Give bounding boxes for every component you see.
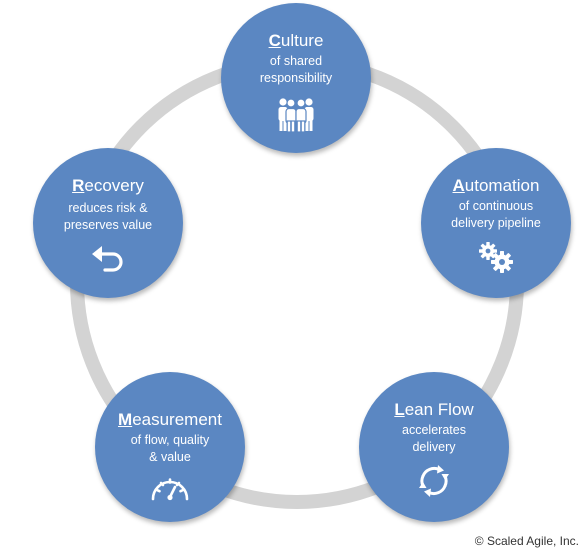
recovery-description: reduces risk & preserves value	[63, 201, 153, 232]
automation-title: Automation	[452, 176, 540, 195]
people-group-icon	[278, 98, 314, 133]
measurement-title: Measurement	[118, 410, 222, 429]
undo-arrow-icon	[92, 246, 123, 272]
lean-flow-title: Lean Flow	[394, 400, 474, 419]
measurement-description: of flow, quality & value	[130, 433, 210, 464]
cycle-arrows-icon	[419, 465, 449, 497]
recovery-node: Recovery reduces risk & preserves value	[33, 148, 183, 298]
culture-node: Culture of shared responsibility	[221, 3, 371, 153]
lean-flow-node: Lean Flow accelerates delivery	[359, 372, 509, 522]
culture-title: Culture	[268, 31, 324, 50]
automation-description: of continuous delivery pipeline	[451, 199, 541, 230]
measurement-node: Measurement of flow, quality & value	[95, 372, 245, 522]
automation-node: Automation of continuous delivery pipeli…	[421, 148, 571, 298]
gears-icon	[479, 242, 513, 273]
culture-description: of shared responsibility	[259, 54, 333, 85]
copyright-notice: © Scaled Agile, Inc.	[474, 534, 579, 548]
lean-flow-description: accelerates delivery	[402, 423, 466, 454]
recovery-title: Recovery	[72, 176, 144, 195]
speedometer-icon	[151, 478, 189, 501]
